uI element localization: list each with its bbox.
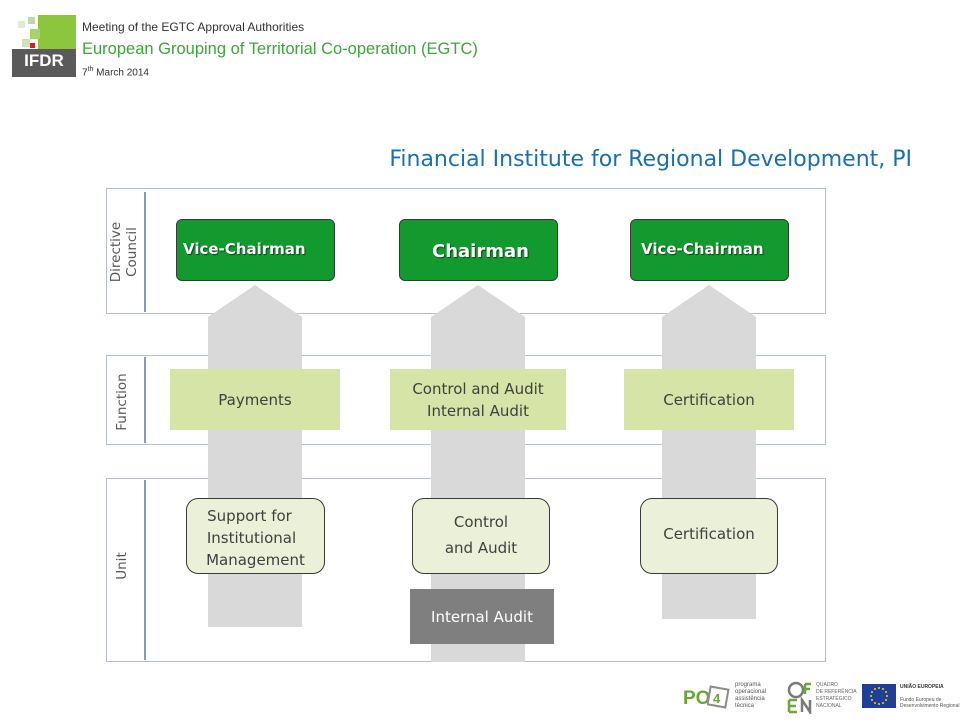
section-divider (144, 192, 146, 312)
up-arrow-left (208, 285, 302, 627)
function-payments: Payments (170, 369, 340, 430)
vice-chairman-right: Vice-Chairman (630, 219, 789, 281)
chairman: Chairman (399, 219, 558, 281)
page-title: Financial Institute for Regional Develop… (389, 147, 912, 172)
vice-chairman-left: Vice-Chairman (176, 219, 335, 281)
unit-internal-audit: Internal Audit (410, 589, 554, 644)
poat-mark-icon: 4 (707, 685, 730, 709)
function-certification: Certification (624, 369, 794, 430)
logo-text: IFDR (24, 51, 64, 70)
unit-support-institutional-management: Support for Institutional Management (186, 498, 325, 574)
meeting-date: 7th March 2014 (82, 66, 149, 79)
section-divider (144, 480, 146, 660)
eu-logo: UNIÃO EUROPEIA Fundo Europeu de Desenvol… (862, 684, 959, 714)
section-divider (144, 357, 146, 443)
poat-logo: PO 4 programa operacional assistência té… (683, 682, 767, 709)
unit-certification: Certification (640, 498, 778, 574)
egtc-subtitle: European Grouping of Territorial Co-oper… (82, 40, 478, 58)
qren-mark-icon (787, 681, 812, 714)
eu-flag-icon (862, 684, 896, 708)
meeting-title: Meeting of the EGTC Approval Authorities (82, 20, 305, 34)
unit-control-and-audit: Control and Audit (412, 498, 550, 574)
function-control-audit: Control and Audit Internal Audit (390, 369, 566, 430)
qren-logo: QUADRO DE REFERÊNCIA ESTRATÉGICO NACIONA… (786, 680, 857, 714)
ifdr-logo: IFDR (12, 15, 76, 77)
svg-text:4: 4 (713, 691, 721, 706)
